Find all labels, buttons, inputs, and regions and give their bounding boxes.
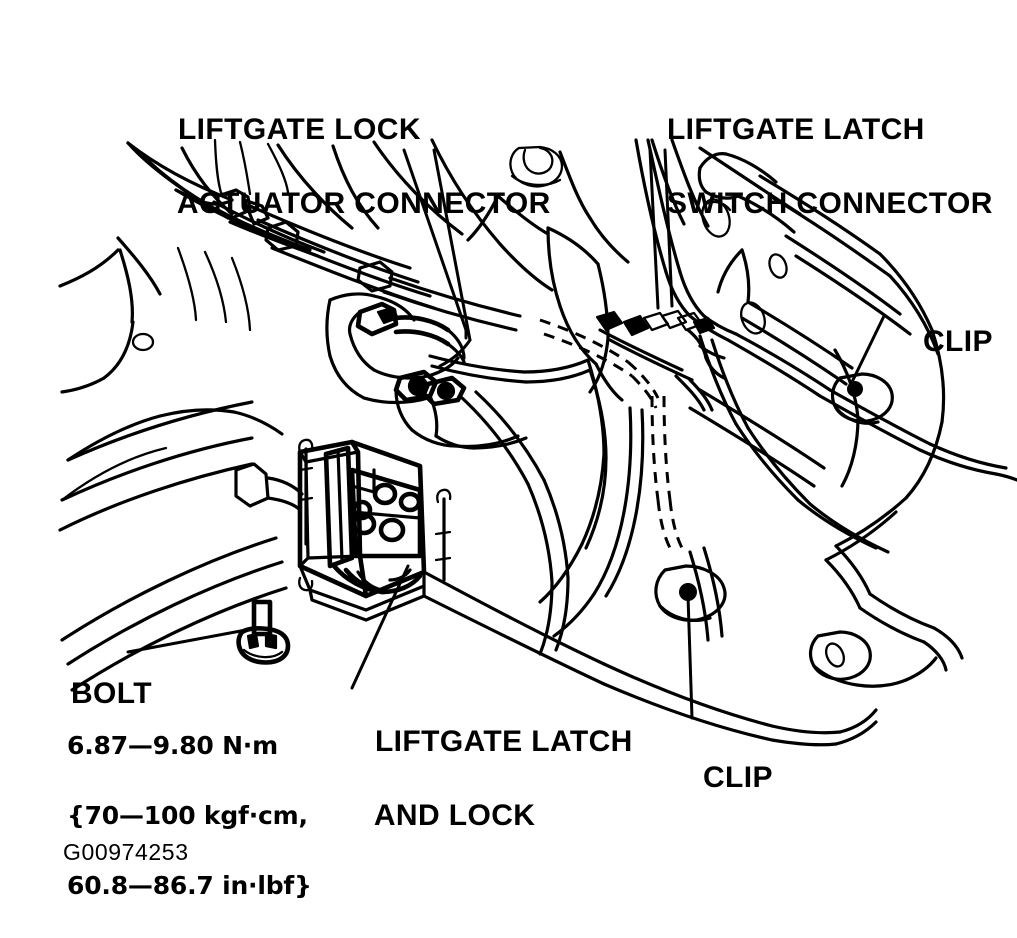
- figure-id-code: G00974253: [35, 812, 189, 893]
- connector-cluster: [539, 309, 726, 549]
- callout-latch-switch-connector-line2: SWITCH CONNECTOR: [666, 187, 993, 220]
- callout-latch-switch-connector: LIFTGATE LATCH SWITCH CONNECTOR: [632, 74, 993, 259]
- body-panel-left: [58, 138, 380, 502]
- clip-bottom-part: [654, 564, 727, 622]
- callout-clip-bottom: CLIP: [668, 722, 773, 833]
- callout-lock-actuator-connector: LIFTGATE LOCK ACTUATOR CONNECTOR: [143, 74, 551, 259]
- torque-spec-nm: 6.87—9.80 N·m: [67, 731, 278, 760]
- callout-clip-right-label: CLIP: [922, 325, 993, 358]
- clip-right-part: [830, 372, 894, 425]
- body-sill-lines: [58, 400, 304, 692]
- figure-id-text: G00974253: [62, 839, 189, 865]
- leader-lines: [126, 148, 886, 720]
- callout-latch-and-lock-line1: LIFTGATE LATCH: [374, 725, 633, 758]
- diagram-linework: [58, 138, 1017, 747]
- wiring-harness-upper: [126, 141, 522, 332]
- torque-specification: 6.87—9.80 N·m {70—100 kgf·cm, 60.8—86.7 …: [33, 693, 312, 938]
- technical-diagram: LIFTGATE LOCK ACTUATOR CONNECTOR LIFTGAT…: [35, 74, 1017, 900]
- callout-latch-and-lock: LIFTGATE LATCH AND LOCK: [340, 686, 633, 871]
- callout-bolt-label: BOLT: [70, 677, 152, 710]
- body-panel-center: [372, 138, 630, 402]
- body-sill-right: [422, 570, 878, 747]
- callout-bolt: BOLT: [36, 638, 152, 749]
- torque-spec-kgfcm: {70—100 kgf·cm,: [67, 801, 308, 830]
- bolt-part: [236, 599, 291, 665]
- callout-lock-actuator-connector-line2: ACTUATOR CONNECTOR: [176, 187, 551, 220]
- liftgate-latch-and-lock-body: [297, 438, 452, 622]
- callout-lock-actuator-connector-line1: LIFTGATE LOCK: [177, 113, 421, 146]
- callout-clip-right: CLIP: [888, 286, 993, 397]
- callout-latch-and-lock-line2: AND LOCK: [373, 799, 536, 832]
- callout-latch-switch-connector-line1: LIFTGATE LATCH: [666, 113, 925, 146]
- callout-clip-bottom-label: CLIP: [702, 761, 773, 794]
- torque-spec-inlbf: 60.8—86.7 in·lbf}: [67, 871, 312, 900]
- body-panel-lower-center: [458, 358, 724, 656]
